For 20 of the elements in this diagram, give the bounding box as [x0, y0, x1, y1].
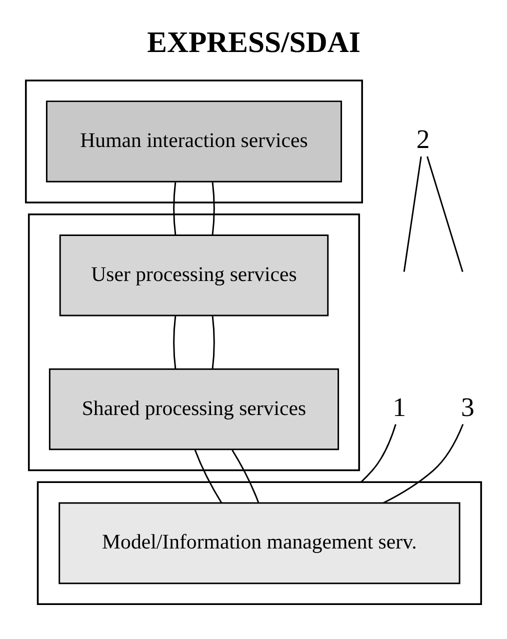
connector	[173, 182, 176, 235]
connector	[194, 449, 222, 503]
node-box: Human interaction services	[46, 100, 342, 182]
connector	[426, 156, 464, 272]
cluster	[25, 79, 363, 203]
connector	[173, 316, 176, 369]
connector	[212, 316, 215, 369]
cluster	[28, 212, 360, 471]
connector	[212, 182, 215, 235]
cluster	[36, 480, 482, 605]
node-box: Model/Information management serv.	[58, 502, 460, 584]
node-box: User processing services	[59, 234, 329, 316]
diagram-title: EXPRESS/SDAI	[147, 26, 360, 59]
node-box: Shared processing services	[48, 368, 340, 450]
node-text: 1	[392, 391, 406, 422]
connector	[383, 423, 464, 504]
connector	[232, 449, 260, 503]
node-text: 2	[416, 124, 430, 154]
node-text: 3	[461, 391, 474, 422]
connector	[403, 156, 422, 272]
